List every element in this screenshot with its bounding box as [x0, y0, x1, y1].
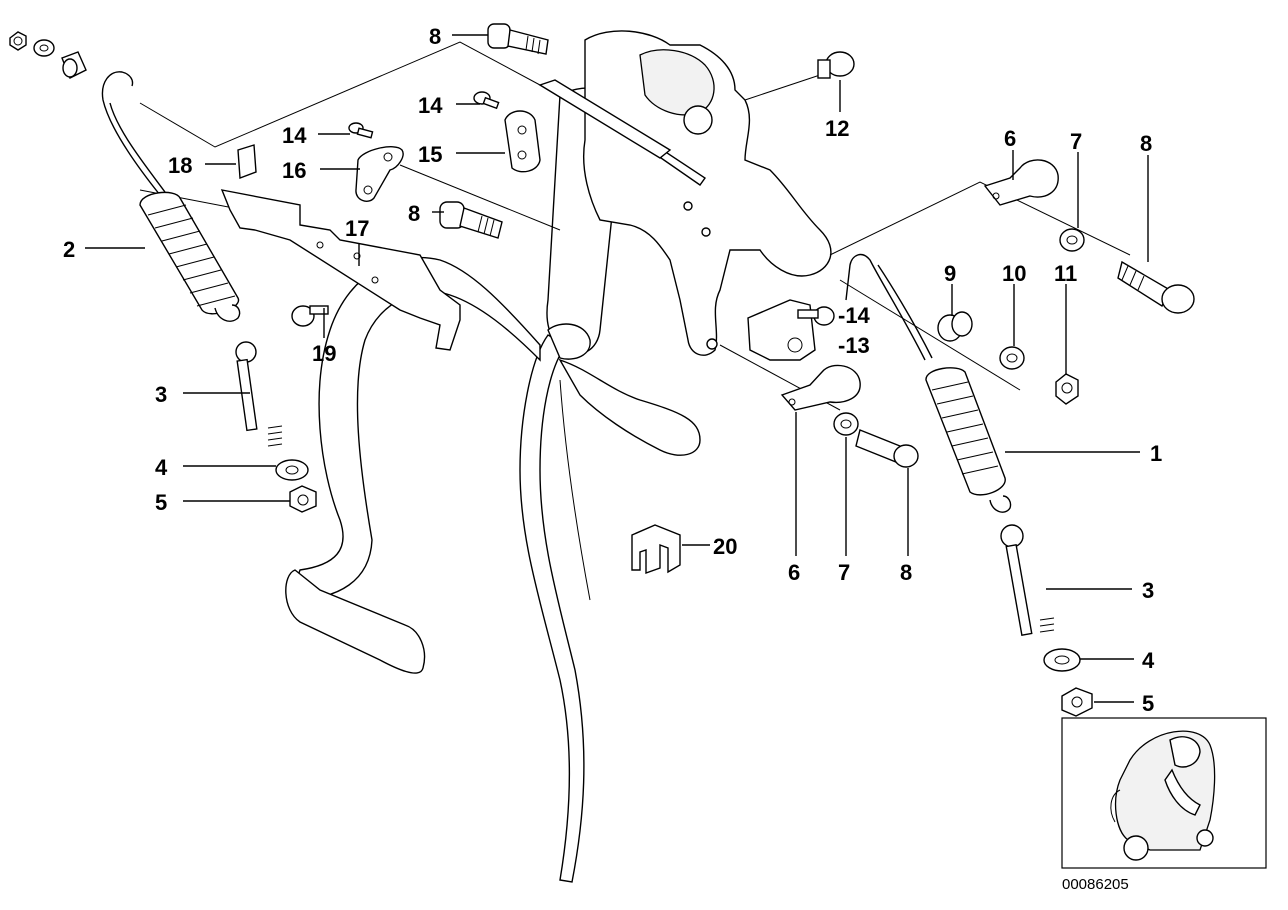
nut-11	[1055, 373, 1079, 405]
callout-label: 3	[1142, 578, 1154, 603]
callout-label: -13	[838, 333, 870, 358]
callout-label: 9	[944, 261, 956, 286]
bolt-8c	[1117, 260, 1195, 314]
callout-label: 2	[63, 237, 75, 262]
clamp-6-bottom	[780, 364, 861, 411]
callout-label: 7	[1070, 129, 1082, 154]
callout-label: 12	[825, 116, 849, 141]
vehicle-thumbnail	[1061, 717, 1267, 869]
clip-20	[631, 524, 681, 574]
callout-labels: 8 14 14 15 16 18 17 8 2 19 3 4 5 12 6 7 …	[63, 24, 1162, 716]
bolt-3-left	[235, 341, 283, 447]
callout-label: 20	[713, 534, 737, 559]
washer-4-right	[1043, 648, 1081, 672]
callout-label: 1	[1150, 441, 1162, 466]
callout-label: 8	[408, 201, 420, 226]
central-bracket	[538, 30, 832, 356]
bracket-13	[747, 299, 816, 361]
washer-10	[999, 346, 1025, 370]
callout-label: 6	[1004, 126, 1016, 151]
callout-label: 5	[155, 490, 167, 515]
callout-label: 14	[418, 93, 443, 118]
callout-label: 11	[1054, 261, 1077, 286]
bolt-14b	[473, 91, 500, 110]
bolt-14a	[348, 122, 374, 139]
callout-label: 4	[1142, 648, 1155, 673]
callout-label: 6	[788, 560, 800, 585]
plate-17	[220, 189, 461, 351]
nut-5-left	[289, 485, 317, 513]
nut-5-right	[1061, 687, 1093, 717]
callout-label: 18	[168, 153, 192, 178]
callout-label: 8	[429, 24, 441, 49]
spring-1	[845, 253, 1012, 513]
bracket-15	[504, 110, 541, 173]
callout-label: 8	[1140, 131, 1152, 156]
callout-label: 7	[838, 560, 850, 585]
reference-lines	[139, 41, 1131, 411]
callout-label: 17	[345, 216, 369, 241]
bolt-3-right	[1000, 524, 1055, 636]
bracket-16	[355, 146, 404, 202]
callout-label: 4	[155, 455, 168, 480]
bolt-14c	[797, 306, 835, 326]
pin-19	[291, 305, 329, 327]
washer-4-left	[275, 459, 309, 481]
callout-label: 3	[155, 382, 167, 407]
callout-label: 5	[1142, 691, 1154, 716]
nut-small-top-left	[9, 31, 27, 51]
bolt-8b	[439, 201, 503, 239]
callout-label: 14	[282, 123, 307, 148]
bolt-8d	[855, 429, 919, 468]
callout-label: 16	[282, 158, 306, 183]
callout-label: 10	[1002, 261, 1026, 286]
washer-top-left	[33, 39, 55, 57]
clamp-6-top	[983, 159, 1059, 206]
spring-2	[101, 71, 241, 322]
document-number: 00086205	[1062, 876, 1129, 893]
callout-label: 8	[900, 560, 912, 585]
bolt-12	[817, 51, 855, 79]
washer-7-bottom	[833, 412, 859, 436]
bushing-top-left	[61, 51, 87, 79]
bushing-9	[937, 311, 973, 342]
washer-7-top	[1059, 228, 1085, 252]
clip-18	[237, 144, 257, 179]
bolt-8a	[487, 23, 549, 55]
callout-label: 19	[312, 341, 336, 366]
callout-label: 15	[418, 142, 442, 167]
callout-leaders	[85, 34, 1149, 703]
callout-label: -14	[838, 303, 871, 328]
